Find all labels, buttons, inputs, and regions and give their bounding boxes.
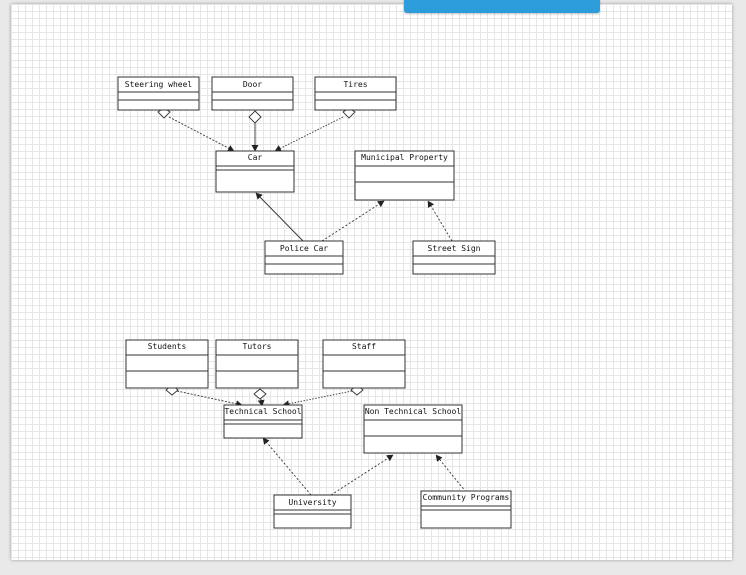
edge-tires-car[interactable] <box>274 116 344 152</box>
class-name: University <box>288 498 336 507</box>
class-tires[interactable]: Tires <box>314 76 397 111</box>
class-name: Door <box>243 80 262 89</box>
class-tutors[interactable]: Tutors <box>215 339 299 389</box>
edge-university-non-technical[interactable] <box>330 454 394 496</box>
class-police-car[interactable]: Police Car <box>264 240 344 275</box>
class-name: Steering wheel <box>125 80 193 89</box>
class-name: Tutors <box>243 342 272 351</box>
class-university[interactable]: University <box>273 494 352 529</box>
class-name: Students <box>148 342 187 351</box>
edge-police-car-municipal[interactable] <box>321 200 385 242</box>
class-staff[interactable]: Staff <box>322 339 406 389</box>
class-municipal-property[interactable]: Municipal Property <box>354 150 455 201</box>
class-name: Municipal Property <box>361 153 448 162</box>
diamond-tutors <box>253 388 267 400</box>
edge-students-technical[interactable] <box>176 390 243 408</box>
edge-university-technical[interactable] <box>262 437 312 496</box>
class-name: Non Technical School <box>365 407 462 416</box>
class-name: Staff <box>352 342 376 351</box>
connectors-top <box>168 116 453 243</box>
edge-street-sign-municipal[interactable] <box>427 200 453 242</box>
class-community-programs[interactable]: Community Programs <box>420 490 512 529</box>
class-name: Tires <box>343 80 367 89</box>
class-technical-school[interactable]: Technical School <box>223 404 303 439</box>
class-name: Car <box>248 153 263 162</box>
class-name: Technical School <box>224 407 301 416</box>
class-name: Police Car <box>280 244 328 253</box>
class-door[interactable]: Door <box>211 76 294 111</box>
class-steering-wheel[interactable]: Steering wheel <box>117 76 200 111</box>
class-name: Community Programs <box>423 493 510 502</box>
class-non-technical-school[interactable]: Non Technical School <box>363 404 463 454</box>
class-name: Street Sign <box>428 244 481 253</box>
class-car[interactable]: Car <box>215 150 295 193</box>
class-students[interactable]: Students <box>125 339 209 389</box>
edge-steering-wheel-car[interactable] <box>168 116 235 152</box>
class-street-sign[interactable]: Street Sign <box>412 240 496 275</box>
diamond-door <box>248 110 262 124</box>
notification-banner[interactable] <box>404 0 600 13</box>
edge-community-non-technical[interactable] <box>435 454 467 493</box>
edge-police-car-car[interactable] <box>255 192 305 243</box>
edge-staff-technical[interactable] <box>282 390 353 408</box>
